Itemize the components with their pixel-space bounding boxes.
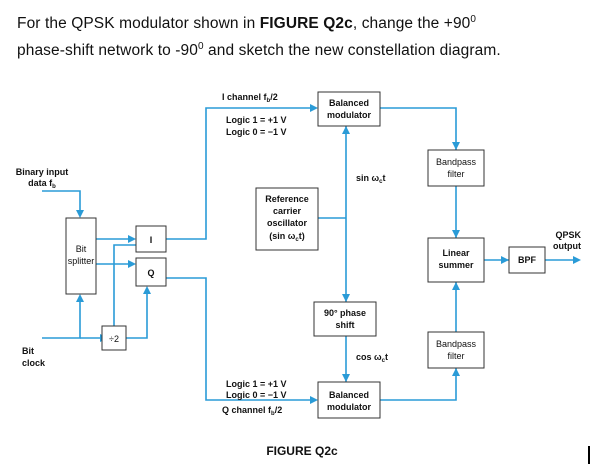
wire-binary-input — [42, 190, 81, 212]
svg-text:filter: filter — [447, 169, 464, 179]
wire-mod-to-bpf-bottom — [380, 368, 457, 401]
degree-mark-1: 0 — [470, 14, 477, 25]
q-channel-label: Q channel fb/2 — [222, 405, 282, 417]
balanced-modulator-bottom: Balanced modulator — [317, 381, 381, 419]
balanced-modulator-top: Balanced modulator — [317, 91, 381, 127]
i-logic1-label: Logic 1 = +1 V — [226, 115, 287, 125]
svg-text:Bandpass: Bandpass — [436, 339, 477, 349]
divide-by-two-block: ÷2 — [101, 325, 127, 351]
svg-text:modulator: modulator — [327, 402, 371, 412]
qpsk-output-label: QPSK — [555, 230, 581, 240]
q-logic0-label: Logic 0 = −1 V — [226, 390, 287, 400]
binary-input-label: Binary input — [16, 167, 69, 177]
i-logic0-label: Logic 0 = −1 V — [226, 127, 287, 137]
svg-text:Bit: Bit — [76, 244, 87, 254]
svg-text:Balanced: Balanced — [329, 390, 369, 400]
svg-text:modulator: modulator — [327, 110, 371, 120]
question-part2: , change the +90 — [352, 15, 471, 32]
bit-splitter-block: Bit splitter — [65, 217, 97, 295]
svg-text:BPF: BPF — [518, 255, 537, 265]
svg-text:Bandpass: Bandpass — [436, 157, 477, 167]
bandpass-filter-bottom: Bandpass filter — [427, 331, 485, 369]
svg-text:carrier: carrier — [273, 206, 302, 216]
svg-text:Linear: Linear — [442, 248, 470, 258]
qpsk-output-label-2: output — [553, 241, 581, 251]
svg-text:÷2: ÷2 — [109, 334, 119, 344]
wire-i-channel — [166, 107, 312, 240]
svg-text:oscillator: oscillator — [267, 218, 308, 228]
svg-text:summer: summer — [438, 260, 474, 270]
text-cursor — [588, 446, 590, 464]
output-bpf-block: BPF — [508, 246, 546, 274]
wire-mod-to-bpf-top — [380, 107, 457, 150]
bit-clock-label-2: clock — [22, 358, 46, 368]
svg-text:filter: filter — [447, 351, 464, 361]
wire-clock-to-splitter — [42, 300, 81, 339]
svg-text:shift: shift — [336, 320, 355, 330]
arrowheads — [76, 104, 581, 404]
bandpass-filter-top: Bandpass filter — [427, 149, 485, 187]
svg-text:Balanced: Balanced — [329, 98, 369, 108]
question-part4: and sketch the new constellation diagram… — [203, 42, 501, 59]
question-text: For the QPSK modulator shown in FIGURE Q… — [17, 10, 592, 64]
i-flipflop-block: I — [135, 225, 167, 253]
question-part3: phase-shift network to -90 — [17, 42, 198, 59]
figure-caption: FIGURE Q2c — [266, 444, 338, 458]
binary-input-label-2: data fb — [28, 178, 56, 190]
cos-carrier-label: cos ωct — [356, 352, 388, 364]
question-part1: For the QPSK modulator shown in — [17, 15, 260, 32]
wire-div-to-flops — [113, 244, 138, 326]
svg-text:Q: Q — [147, 268, 154, 278]
degree-mark-2: 0 — [197, 41, 204, 52]
signal-wires — [42, 107, 575, 401]
phase-shift-block: 90° phase shift — [313, 301, 377, 337]
svg-text:I: I — [150, 235, 153, 245]
q-logic1-label: Logic 1 = +1 V — [226, 379, 287, 389]
wire-div-to-q — [124, 292, 148, 339]
svg-text:splitter: splitter — [68, 256, 95, 266]
sin-carrier-label: sin ωct — [356, 173, 385, 185]
wire-q-channel — [166, 277, 312, 401]
bit-clock-label: Bit — [22, 346, 34, 356]
i-channel-label: I channel fb/2 — [222, 92, 278, 104]
svg-text:Reference: Reference — [265, 194, 309, 204]
svg-text:(sin ωct): (sin ωct) — [269, 231, 304, 243]
figure-reference: FIGURE Q2c — [259, 15, 353, 32]
svg-text:90° phase: 90° phase — [324, 308, 366, 318]
reference-oscillator-block: Reference carrier oscillator (sin ωct) — [255, 187, 319, 251]
linear-summer-block: Linear summer — [427, 237, 485, 283]
q-flipflop-block: Q — [135, 257, 167, 287]
